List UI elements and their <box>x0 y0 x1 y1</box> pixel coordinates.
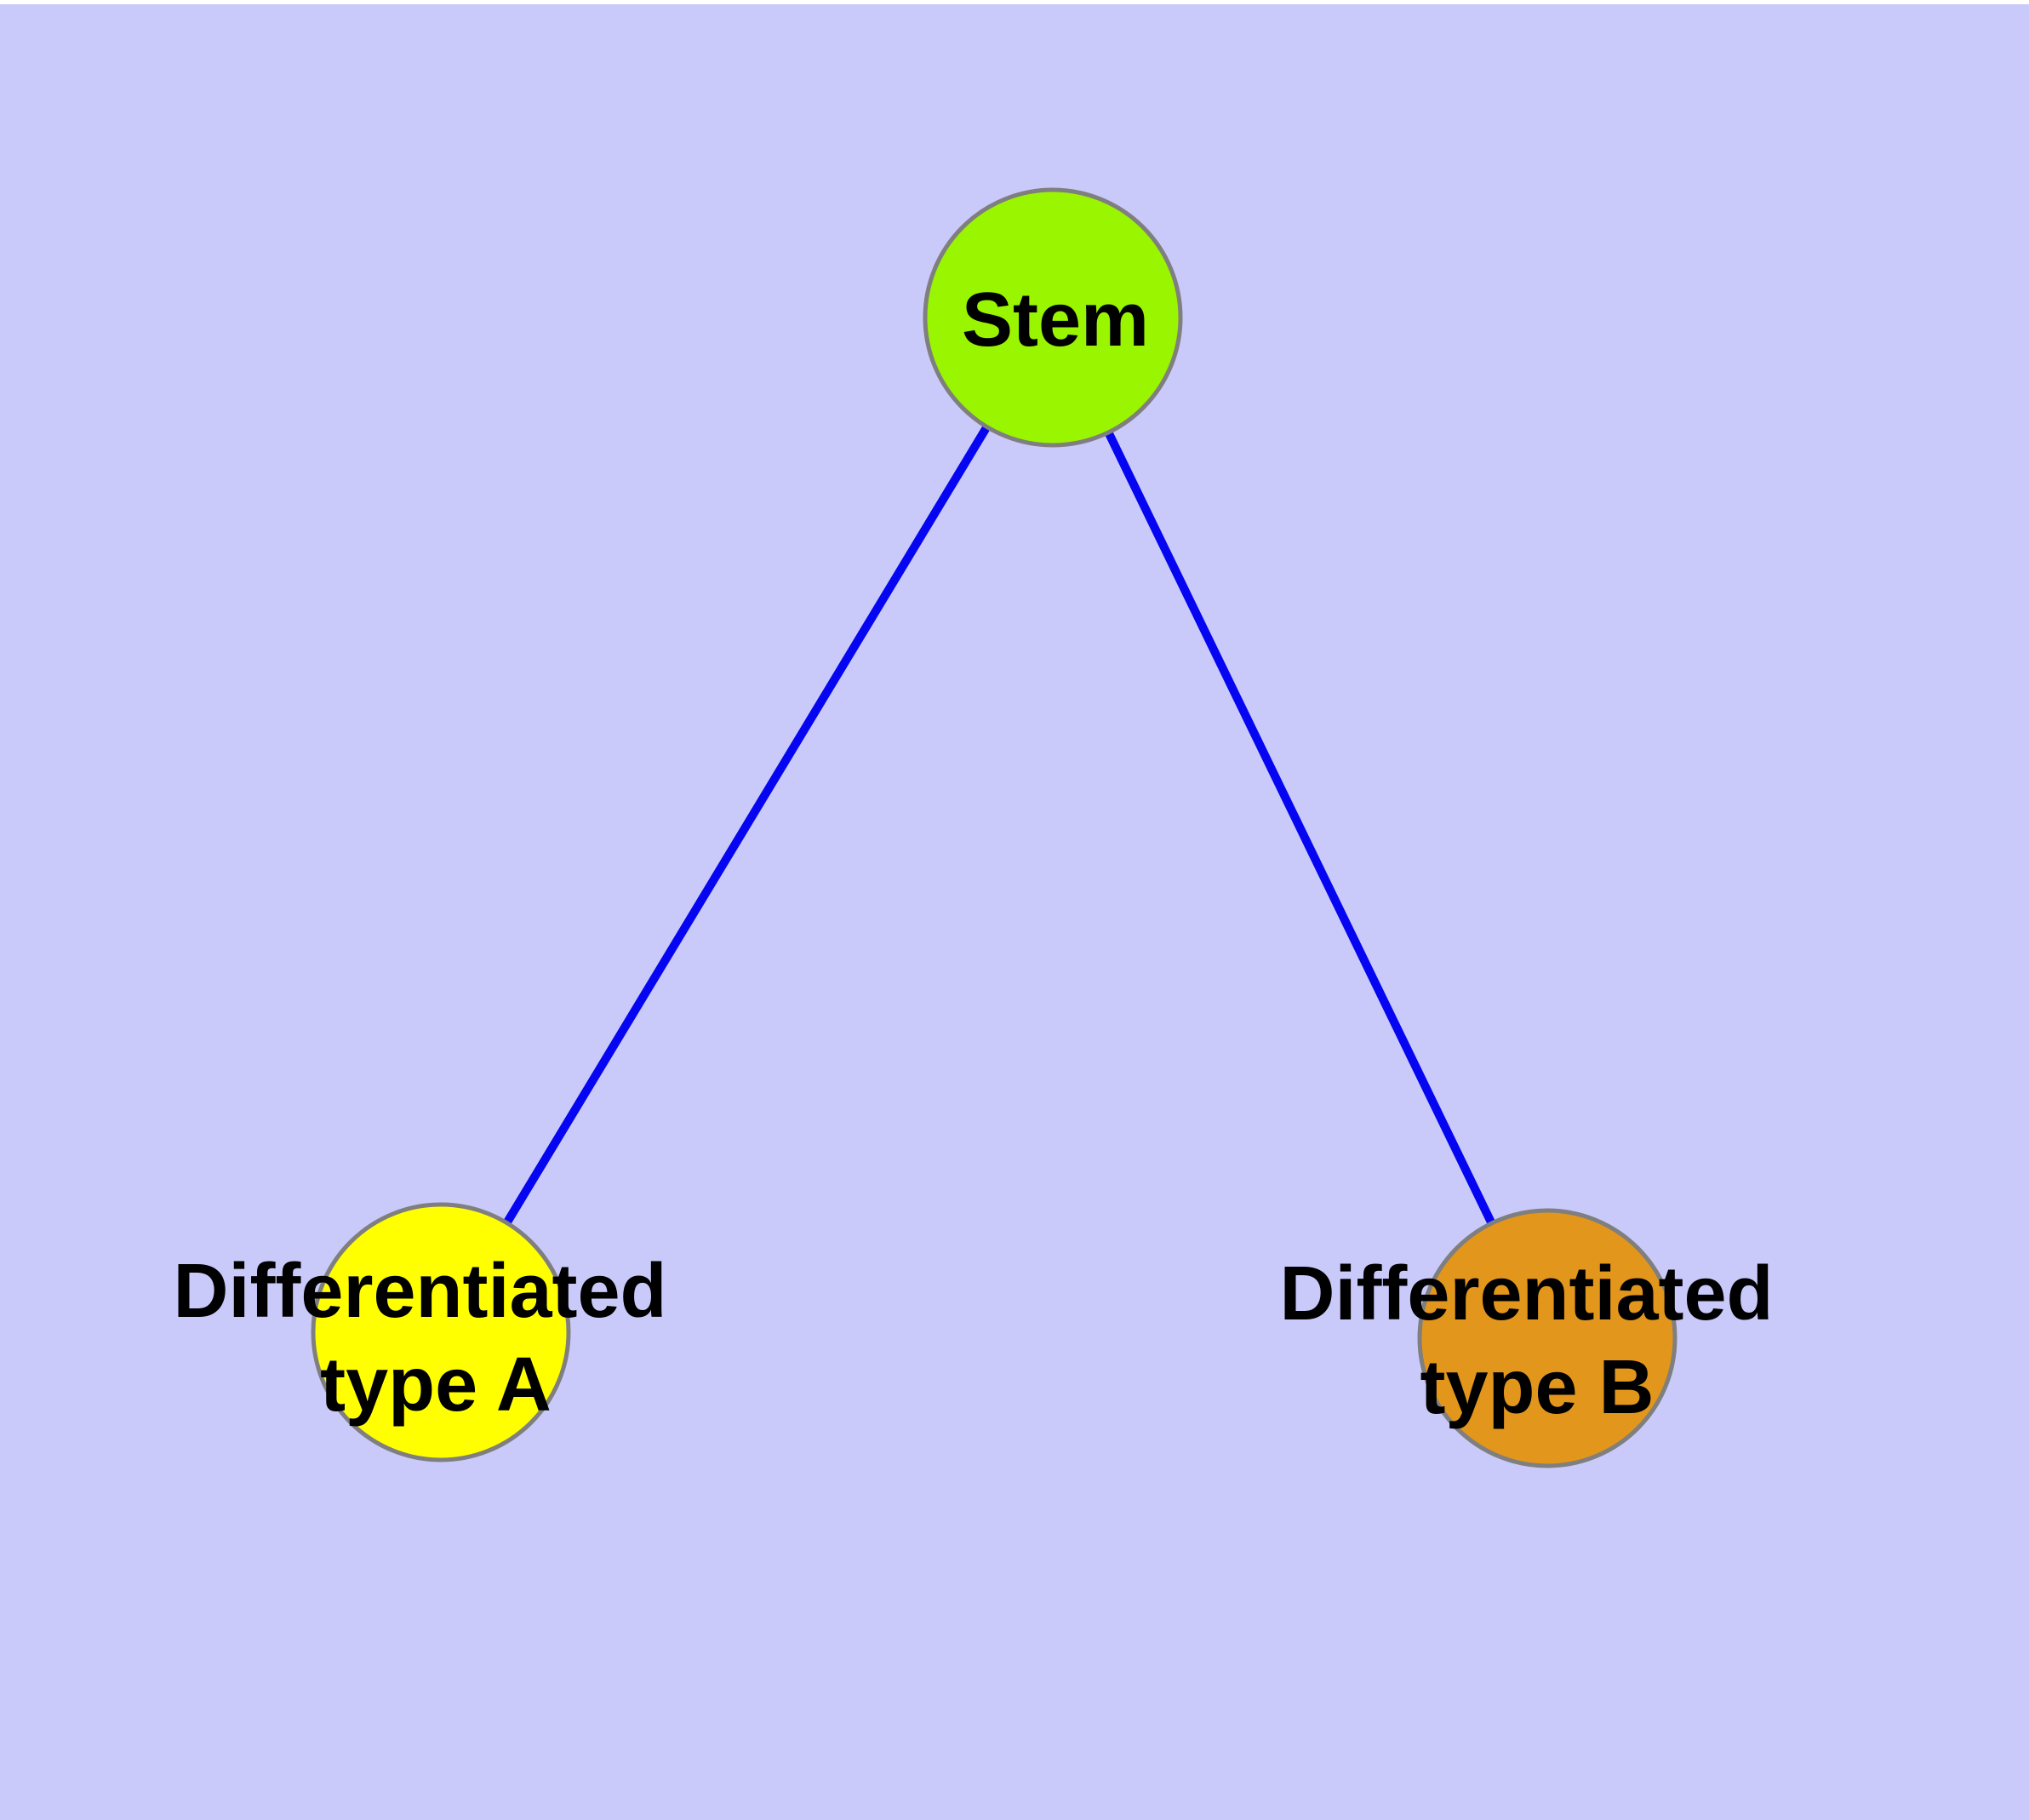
node-type-b-label-line2: type B <box>1420 1345 1654 1430</box>
node-type-a-circle <box>311 1202 571 1462</box>
node-stem-circle <box>923 187 1183 448</box>
node-type-a-label: Differentiated type A <box>173 1249 688 1428</box>
node-stem-label: Stem <box>962 278 1149 363</box>
node-type-a-label-line1: Differentiated <box>173 1249 666 1334</box>
node-type-b-label-line1: Differentiated <box>1279 1251 1773 1336</box>
node-type-b-circle <box>1417 1208 1677 1468</box>
edge-stem-to-type-b <box>1049 315 1552 1341</box>
node-type-b-label: Differentiated type B <box>1279 1251 1794 1430</box>
node-type-a-label-line2: type A <box>320 1342 552 1428</box>
edge-stem-to-type-a <box>437 315 1057 1335</box>
